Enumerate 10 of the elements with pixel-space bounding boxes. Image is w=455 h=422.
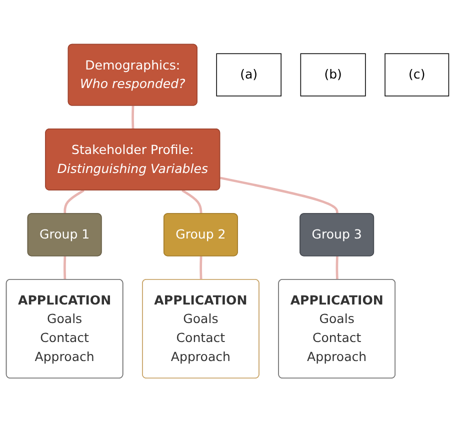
connector: [336, 256, 338, 280]
connector: [200, 256, 202, 280]
connector: [182, 189, 202, 214]
connector: [220, 176, 338, 214]
node-box: (c): [384, 53, 450, 96]
node-box: (b): [300, 53, 366, 96]
connector: [64, 256, 66, 280]
node-box: (a): [216, 53, 282, 96]
connector: [64, 189, 84, 214]
connector: [132, 106, 134, 130]
